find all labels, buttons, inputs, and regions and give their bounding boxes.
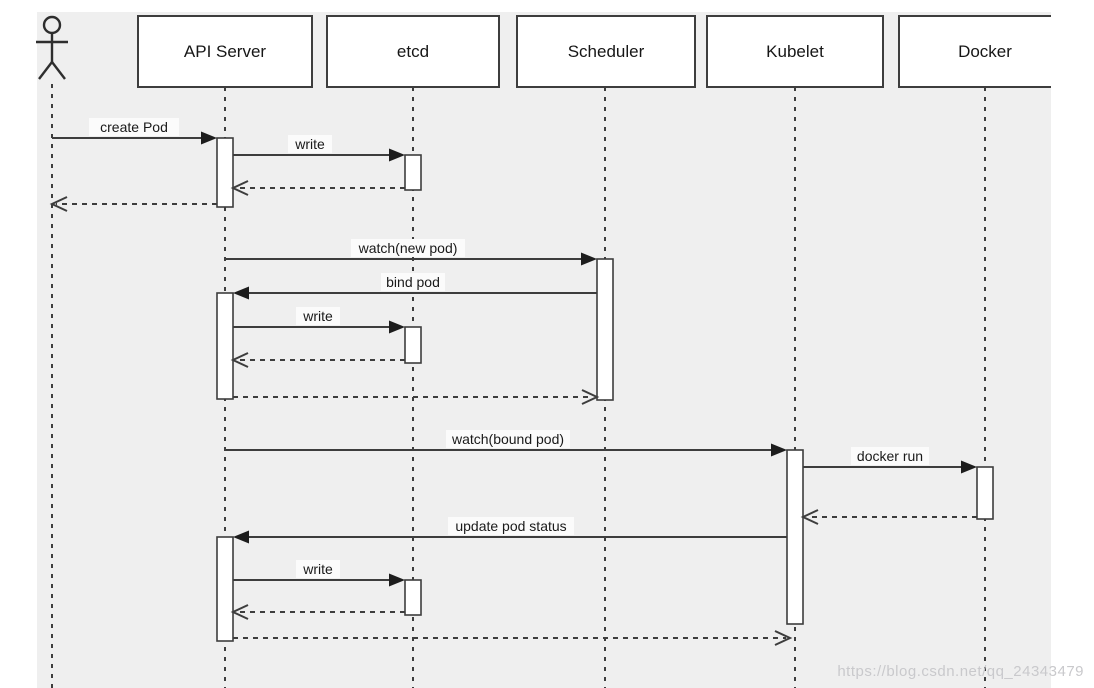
message-write-2: write: [233, 307, 405, 334]
activation-etcd-1: [404, 154, 422, 191]
participant-label: Docker: [958, 42, 1012, 61]
message-create-pod: create Pod: [52, 118, 217, 145]
participant-label: etcd: [397, 42, 429, 61]
right-margin: [1051, 0, 1094, 688]
arrowhead-filled: [771, 443, 787, 457]
arrowhead-filled: [389, 148, 405, 162]
arrowhead-filled: [233, 530, 249, 544]
participant-label: Scheduler: [568, 42, 645, 61]
message-docker-run: docker run: [803, 447, 977, 474]
message-label: watch(bound pod): [451, 431, 564, 447]
arrowhead-filled: [389, 573, 405, 587]
activation-api-server-1: [216, 137, 234, 208]
message-label: write: [302, 561, 333, 577]
return-api-to-scheduler: [233, 389, 600, 405]
message-write-1: write: [233, 135, 405, 162]
arrowhead-filled: [201, 131, 217, 145]
watermark-text: https://blog.csdn.net/qq_24343479: [837, 663, 1084, 680]
activation-kubelet: [786, 449, 804, 625]
arrowhead-filled: [233, 286, 249, 300]
activation-scheduler: [596, 258, 614, 401]
activation-etcd-3: [404, 579, 422, 616]
participant-label: Kubelet: [766, 42, 824, 61]
message-label: create Pod: [100, 119, 168, 135]
return-etcd-to-api-3: [230, 604, 405, 620]
return-api-to-kubelet: [233, 630, 793, 646]
return-etcd-to-api-1: [230, 180, 405, 196]
message-label: watch(new pod): [358, 240, 458, 256]
message-bind-pod: bind pod: [233, 273, 597, 300]
message-label: write: [294, 136, 325, 152]
participant-etcd: etcd: [326, 15, 500, 88]
activation-api-server-3: [216, 536, 234, 642]
return-api-to-user: [49, 196, 217, 212]
arrowhead-open: [49, 196, 68, 212]
participant-api-server: API Server: [137, 15, 313, 88]
activation-docker: [976, 466, 994, 520]
message-update-pod-status: update pod status: [233, 517, 787, 544]
activation-etcd-2: [404, 326, 422, 364]
arrowhead-filled: [389, 320, 405, 334]
participant-kubelet: Kubelet: [706, 15, 884, 88]
person-icon: [36, 15, 68, 80]
return-docker-to-kubelet: [800, 509, 977, 525]
activation-api-server-2: [216, 292, 234, 400]
message-label: write: [302, 308, 333, 324]
arrowhead-open: [230, 180, 249, 196]
message-watch-bound-pod: watch(bound pod): [225, 430, 787, 457]
message-label: docker run: [857, 448, 923, 464]
arrowhead-open: [774, 630, 793, 646]
return-etcd-to-api-2: [230, 352, 405, 368]
arrowhead-filled: [961, 460, 977, 474]
arrowhead-filled: [581, 252, 597, 266]
message-watch-new-pod: watch(new pod): [225, 239, 597, 266]
message-label: bind pod: [386, 274, 440, 290]
activation-bars: [216, 137, 994, 642]
arrowhead-open: [581, 389, 600, 405]
message-write-3: write: [233, 560, 405, 587]
diagram-canvas: [37, 12, 1051, 688]
message-label: update pod status: [455, 518, 566, 534]
arrowhead-open: [230, 604, 249, 620]
arrowhead-open: [800, 509, 819, 525]
arrowhead-open: [230, 352, 249, 368]
participant-label: API Server: [184, 42, 267, 61]
participant-scheduler: Scheduler: [516, 15, 696, 88]
participant-docker: Docker: [898, 15, 1072, 88]
